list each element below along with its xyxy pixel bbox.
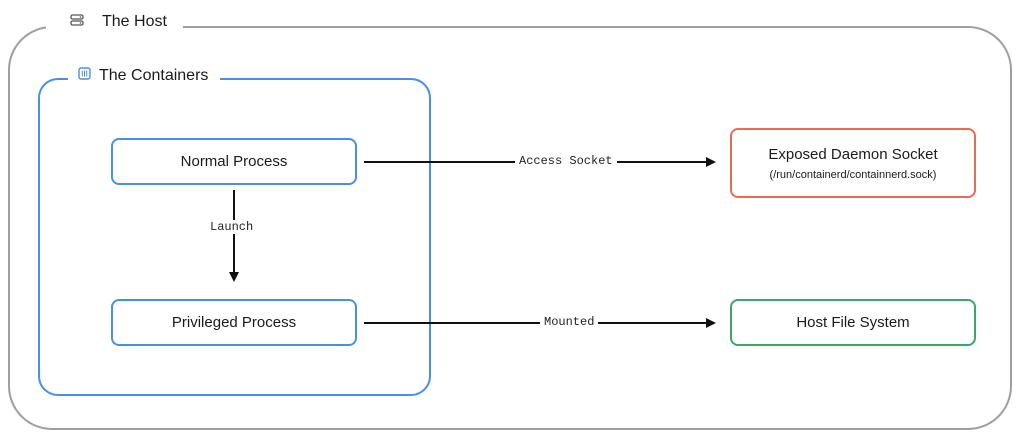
containers-title: The Containers xyxy=(68,63,221,89)
daemon-socket-node[interactable]: Exposed Daemon Socket (/run/containerd/c… xyxy=(730,128,976,198)
host-title: The Host xyxy=(46,8,183,36)
host-frame xyxy=(8,26,1012,430)
normal-process-label: Normal Process xyxy=(180,153,288,170)
launch-label: Launch xyxy=(206,220,258,234)
normal-process-node[interactable]: Normal Process xyxy=(111,138,357,185)
containers-frame xyxy=(38,78,431,396)
container-icon xyxy=(78,67,91,85)
privileged-process-label: Privileged Process xyxy=(171,314,297,331)
daemon-socket-path: (/run/containerd/containnerd.sock) xyxy=(769,168,937,181)
host-filesystem-label: Host File System xyxy=(796,314,910,331)
privileged-process-node[interactable]: Privileged Process xyxy=(111,299,357,346)
access-socket-label: Access Socket xyxy=(515,154,617,168)
host-title-label: The Host xyxy=(102,13,167,30)
host-filesystem-node[interactable]: Host File System xyxy=(730,299,976,346)
containers-title-label: The Containers xyxy=(99,67,209,84)
mounted-label: Mounted xyxy=(540,315,599,329)
daemon-socket-label: Exposed Daemon Socket xyxy=(768,145,938,163)
server-icon xyxy=(70,13,84,31)
